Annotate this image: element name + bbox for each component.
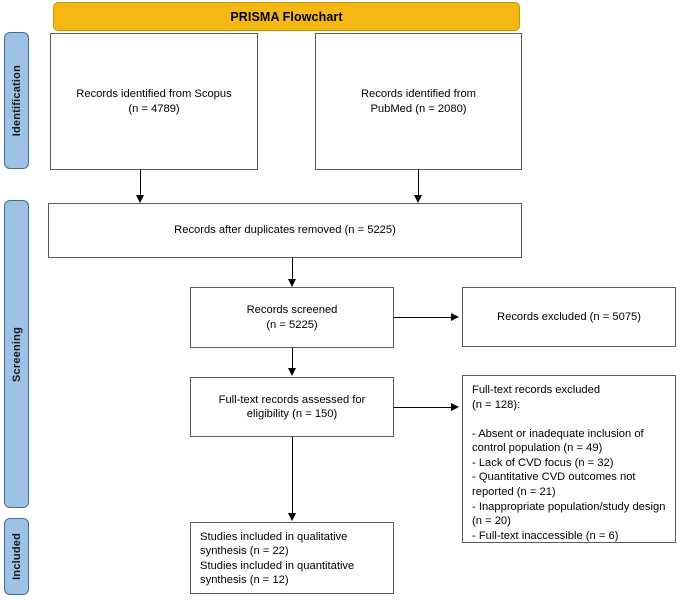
stage-bar-screening: Screening [4, 200, 29, 508]
box-studies-included: Studies included in qualitative synthesi… [190, 522, 394, 594]
stage-bar-identification: Identification [4, 32, 29, 169]
box-scopus-text: Records identified from Scopus (n = 4789… [76, 88, 232, 115]
arrowhead-fulltext-to-included-icon [288, 513, 296, 521]
stage-label-screening: Screening [10, 326, 23, 382]
box-fulltext-text: Full-text records assessed for eligibili… [218, 393, 366, 420]
box-fulltext-records-assessed: Full-text records assessed for eligibili… [190, 377, 394, 437]
connector-pubmed-to-duplicates [418, 170, 419, 196]
stage-label-identification: Identification [10, 64, 23, 137]
box-fulltext-excluded-text: Full-text records excluded (n = 128): - … [472, 384, 666, 542]
stage-bar-included: Included [4, 518, 29, 595]
arrowhead-screened-to-fulltext-icon [288, 368, 296, 376]
arrowhead-fulltext-to-fulltext-excluded-icon [451, 403, 459, 411]
connector-fulltext-to-fulltext-excluded [394, 407, 452, 408]
box-records-screened: Records screened (n = 5225) [190, 287, 394, 348]
connector-screened-to-excluded [394, 317, 452, 318]
box-records-identified-scopus: Records identified from Scopus (n = 4789… [50, 33, 258, 170]
box-fulltext-records-excluded: Full-text records excluded (n = 128): - … [462, 375, 676, 543]
box-duplicates-text: Records after duplicates removed (n = 52… [174, 224, 396, 237]
arrowhead-scopus-to-duplicates-icon [136, 195, 144, 203]
connector-fulltext-to-included [292, 437, 293, 514]
connector-duplicates-to-screened [292, 258, 293, 280]
flowchart-title-banner: PRISMA Flowchart [53, 2, 520, 31]
box-excluded-text: Records excluded (n = 5075) [497, 310, 641, 323]
box-records-identified-pubmed: Records identified from PubMed (n = 2080… [315, 33, 522, 170]
page-title: PRISMA Flowchart [230, 9, 343, 24]
stage-label-included: Included [10, 533, 23, 580]
box-records-excluded: Records excluded (n = 5075) [462, 287, 676, 347]
arrowhead-pubmed-to-duplicates-icon [414, 195, 422, 203]
connector-screened-to-fulltext [292, 348, 293, 369]
arrowhead-screened-to-excluded-icon [451, 313, 459, 321]
connector-scopus-to-duplicates [140, 170, 141, 196]
box-included-text: Studies included in qualitative synthesi… [200, 531, 355, 586]
box-records-after-duplicates-removed: Records after duplicates removed (n = 52… [48, 203, 522, 258]
arrowhead-duplicates-to-screened-icon [288, 279, 296, 287]
box-screened-text: Records screened (n = 5225) [246, 304, 338, 331]
box-pubmed-text: Records identified from PubMed (n = 2080… [360, 88, 477, 115]
